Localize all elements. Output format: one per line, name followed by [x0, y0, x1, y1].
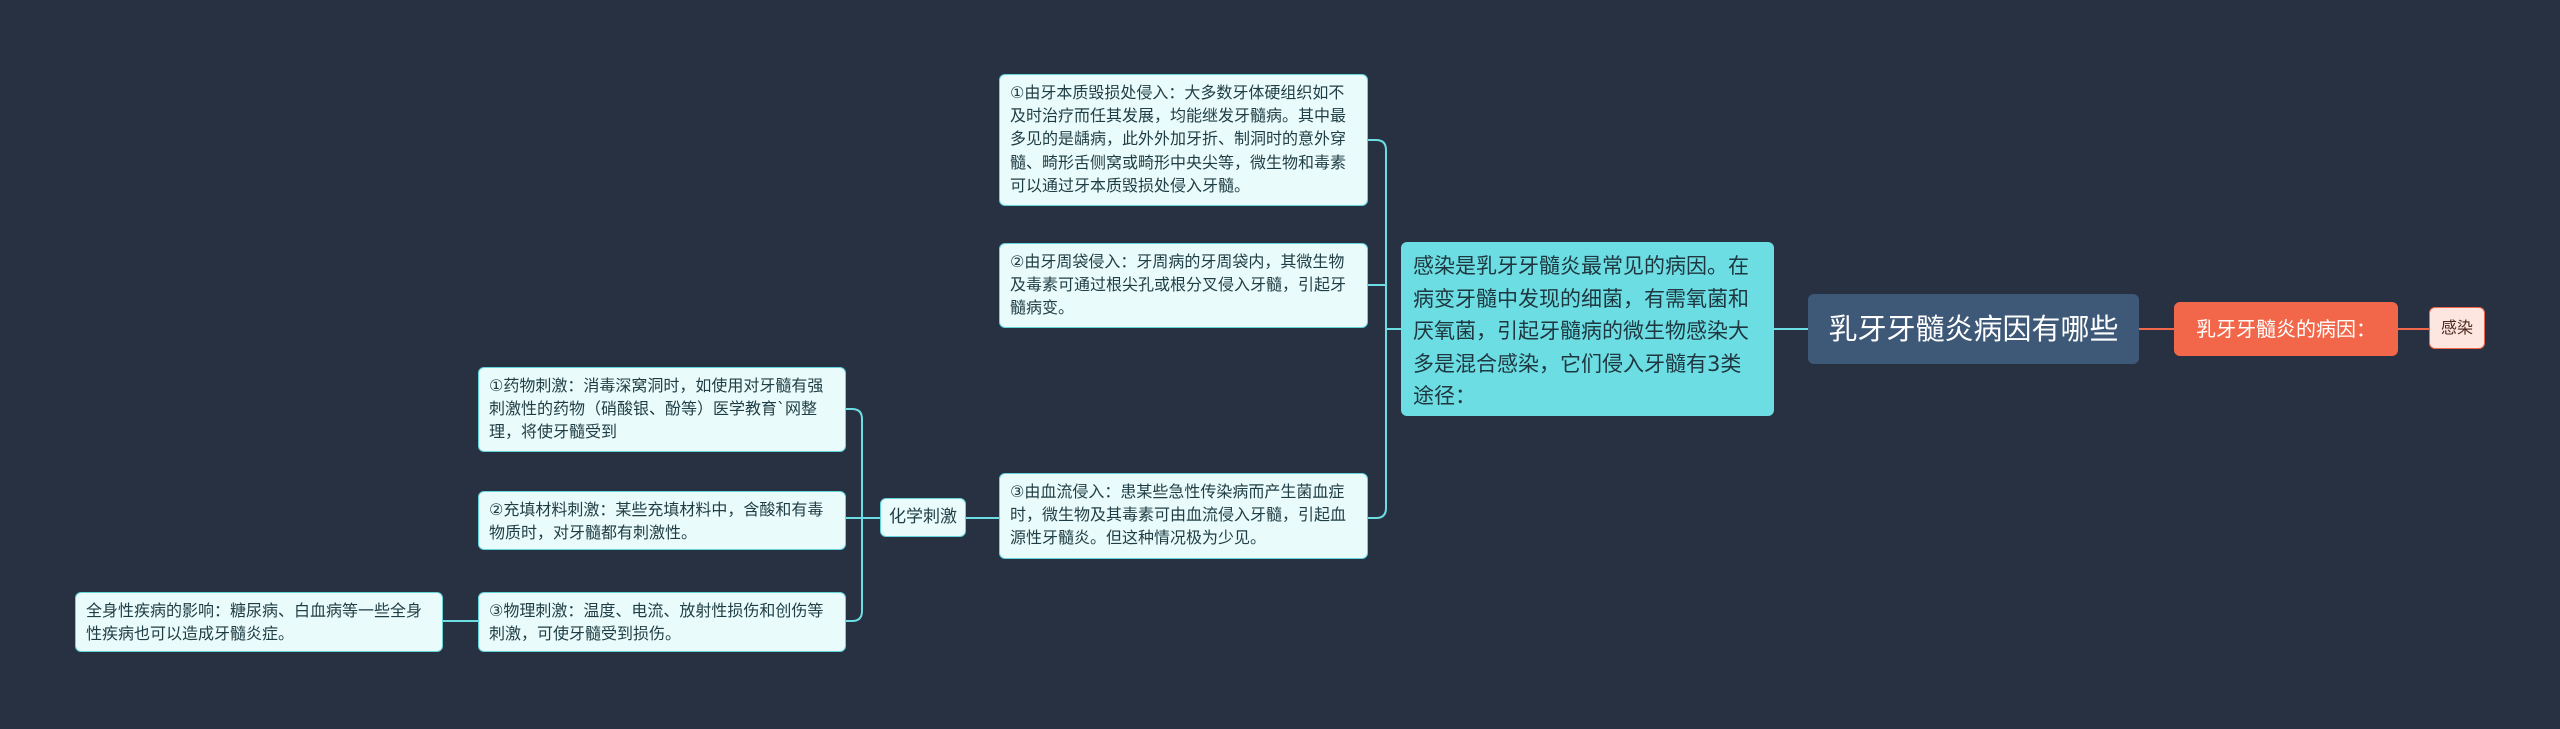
systemic-disease-text: 全身性疾病的影响：糖尿病、白血病等一些全身性疾病也可以造成牙髓炎症。	[86, 601, 423, 644]
root-topic-label: 乳牙牙髓炎病因有哪些	[1828, 311, 2119, 346]
chemical-stimulus-label: 化学刺激	[889, 507, 957, 528]
route-periodontal-node[interactable]: ②由牙周袋侵入：牙周病的牙周袋内，其微生物及毒素可通过根尖孔或根分叉侵入牙髓，引…	[999, 243, 1368, 328]
stimulus-physical-node[interactable]: ③物理刺激：温度、电流、放射性损伤和创伤等刺激，可使牙髓受到损伤。	[478, 592, 846, 652]
stimulus-physical-text: ③物理刺激：温度、电流、放射性损伤和创伤等刺激，可使牙髓受到损伤。	[489, 601, 824, 644]
infection-description-text: 感染是乳牙牙髓炎最常见的病因。在病变牙髓中发现的细菌，有需氧菌和厌氧菌，引起牙髓…	[1413, 254, 1749, 409]
route-blood-text: ③由血流侵入：患某些急性传染病而产生菌血症时，微生物及其毒素可由血流侵入牙髓，引…	[1010, 482, 1347, 548]
stimulus-drug-text: ①药物刺激：消毒深窝洞时，如使用对牙髓有强刺激性的药物（硝酸银、酚等）医学教育`…	[489, 376, 824, 442]
infection-node-label: 感染	[2440, 318, 2473, 338]
cause-node[interactable]: 乳牙牙髓炎的病因：	[2174, 302, 2398, 356]
route-dentin-node[interactable]: ①由牙本质毁损处侵入：大多数牙体硬组织如不及时治疗而任其发展，均能继发牙髓病。其…	[999, 74, 1368, 206]
route-dentin-text: ①由牙本质毁损处侵入：大多数牙体硬组织如不及时治疗而任其发展，均能继发牙髓病。其…	[1010, 83, 1347, 195]
chemical-stimulus-node[interactable]: 化学刺激	[880, 498, 966, 537]
stimulus-drug-node[interactable]: ①药物刺激：消毒深窝洞时，如使用对牙髓有强刺激性的药物（硝酸银、酚等）医学教育`…	[478, 367, 846, 452]
systemic-disease-node[interactable]: 全身性疾病的影响：糖尿病、白血病等一些全身性疾病也可以造成牙髓炎症。	[75, 592, 443, 652]
infection-node[interactable]: 感染	[2429, 307, 2485, 349]
edge-desc-routes	[1368, 139, 1401, 519]
cause-node-label: 乳牙牙髓炎的病因：	[2196, 316, 2376, 341]
infection-description-node[interactable]: 感染是乳牙牙髓炎最常见的病因。在病变牙髓中发现的细菌，有需氧菌和厌氧菌，引起牙髓…	[1401, 242, 1774, 416]
edge-chem-stimuli	[846, 408, 880, 622]
route-blood-node[interactable]: ③由血流侵入：患某些急性传染病而产生菌血症时，微生物及其毒素可由血流侵入牙髓，引…	[999, 473, 1368, 559]
root-topic[interactable]: 乳牙牙髓炎病因有哪些	[1808, 294, 2139, 364]
stimulus-filling-node[interactable]: ②充填材料刺激：某些充填材料中，含酸和有毒物质时，对牙髓都有刺激性。	[478, 491, 846, 550]
stimulus-filling-text: ②充填材料刺激：某些充填材料中，含酸和有毒物质时，对牙髓都有刺激性。	[489, 500, 824, 543]
route-periodontal-text: ②由牙周袋侵入：牙周病的牙周袋内，其微生物及毒素可通过根尖孔或根分叉侵入牙髓，引…	[1010, 252, 1347, 318]
